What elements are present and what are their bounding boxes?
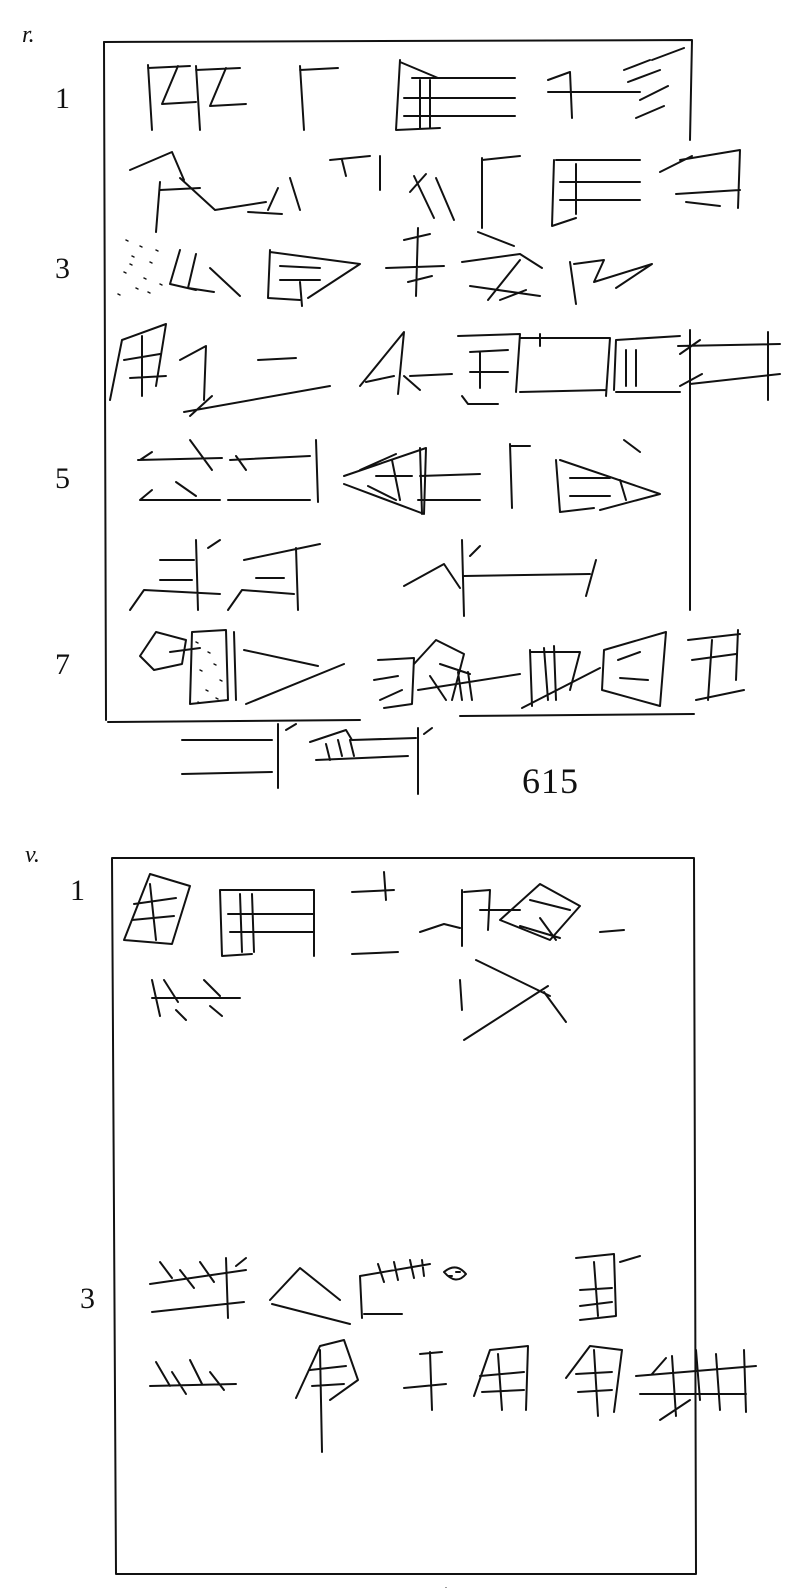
obverse-line-3-signs <box>169 227 653 307</box>
reverse-frame <box>111 857 697 1575</box>
obverse-line-1-signs <box>147 47 685 131</box>
obverse-line-2-signs <box>129 149 741 233</box>
damage-stipple <box>117 239 447 1588</box>
reverse-line-1-signs <box>123 871 625 957</box>
reverse-line-number-1: 1 <box>70 874 85 907</box>
obverse-line-number-3: 3 <box>55 252 70 285</box>
obverse-line-4-signs <box>109 323 781 417</box>
reverse-line-2-signs <box>151 959 567 1041</box>
reverse-line-number-3: 3 <box>80 1282 95 1315</box>
obverse-frame <box>103 39 695 723</box>
tablet-number: 615 <box>522 761 579 801</box>
obverse-line-number-5: 5 <box>55 462 70 495</box>
obverse-line-number-7: 7 <box>55 648 70 681</box>
reverse-line-4-signs <box>149 1339 757 1453</box>
reverse-line-3-signs <box>149 1253 641 1325</box>
reverse-side-label: v. <box>25 842 40 868</box>
obverse-line-number-1: 1 <box>55 82 70 115</box>
obverse-side-label: r. <box>22 22 35 48</box>
obverse-line-8-signs <box>181 723 433 795</box>
obverse-line-7-signs <box>139 629 745 709</box>
obverse-line-6-signs <box>129 539 597 617</box>
obverse-line-5-signs <box>137 439 661 515</box>
